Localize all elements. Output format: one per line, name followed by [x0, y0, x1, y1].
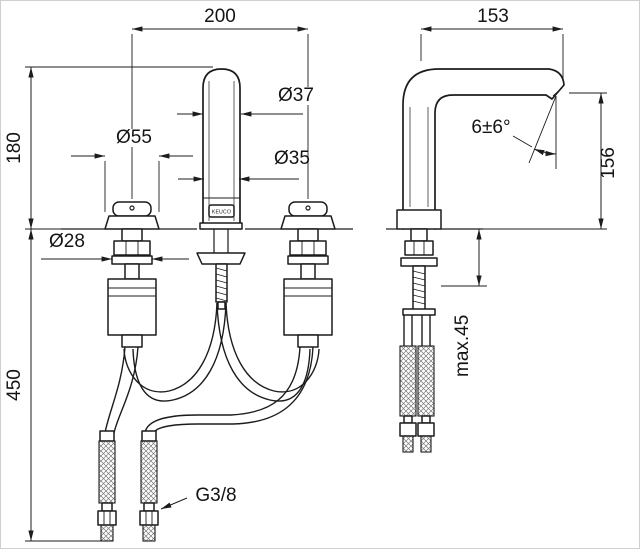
dimension-handle-diameter — [71, 153, 193, 212]
dim-label-handle-diameter: Ø55 — [116, 127, 152, 148]
spout-front: KEUCO — [199, 68, 243, 230]
dimension-outlet-height — [483, 92, 607, 230]
valve-left-underdeck — [107, 228, 157, 348]
side-mounting-nut — [404, 240, 434, 256]
valve-right-underdeck — [283, 228, 333, 348]
valve-left-body — [107, 278, 157, 336]
valve-right-body — [283, 278, 333, 336]
spout-mounting-underdeck — [196, 229, 246, 310]
handle-left — [104, 201, 160, 230]
valve-right-nut — [289, 240, 327, 256]
valve-left-washer — [111, 255, 153, 265]
valve-right-washer — [287, 255, 329, 265]
spout-escutcheon — [396, 209, 442, 230]
dimension-spout-reach — [420, 26, 564, 81]
spout-clamp-plate — [196, 252, 246, 265]
hose-right-thread-nipple — [142, 524, 156, 542]
spout-outlet-face — [552, 87, 563, 97]
dim-label-connection-thread: G3/8 — [195, 485, 236, 506]
side-view-hoses — [399, 315, 435, 453]
dimension-hole-spacing — [131, 26, 309, 199]
handle-left-index-dot — [129, 205, 135, 211]
dim-label-spout-diameter-top: Ø37 — [278, 85, 314, 106]
hose-left-nut — [97, 510, 117, 526]
spout-side-mounting — [400, 228, 438, 316]
dim-label-outlet-height: 156 — [598, 147, 619, 179]
side-mounting-washer — [400, 257, 438, 267]
dimension-hose-length — [25, 229, 101, 542]
dim-label-max-thickness: max.45 — [452, 315, 473, 377]
dim-label-base-shaft-diameter: Ø28 — [49, 231, 85, 252]
supply-hose-fitting-right — [139, 430, 159, 542]
dim-label-outlet-angle: 6±6° — [471, 117, 510, 138]
handle-right-index-dot — [305, 205, 311, 211]
hose-left-thread-nipple — [100, 524, 114, 542]
valve-left-nut — [113, 240, 151, 256]
supply-hose-fitting-left — [97, 430, 117, 542]
dim-label-hose-length: 450 — [4, 369, 25, 401]
dim-label-hole-spacing: 200 — [204, 6, 236, 27]
side-view — [396, 68, 565, 453]
hose-right-nut — [139, 510, 159, 526]
dimension-outlet-angle — [512, 95, 557, 169]
dimension-labels: 200 153 180 450 Ø55 Ø37 Ø35 Ø28 6±6° 156… — [4, 6, 619, 506]
dim-label-spout-reach: 153 — [477, 6, 509, 27]
spout-side — [396, 68, 565, 230]
mixer-connection-hoses — [123, 302, 320, 402]
brand-plate — [208, 204, 235, 218]
front-view: KEUCO — [97, 68, 336, 542]
brand-label: KEUCO — [212, 210, 231, 216]
leader-connection-thread — [160, 497, 188, 510]
dim-label-spout-diameter-lower: Ø35 — [274, 148, 310, 169]
dimension-linework — [25, 26, 607, 542]
handle-right — [280, 201, 336, 230]
dim-label-spout-height: 180 — [4, 132, 25, 164]
supply-hoses — [104, 346, 314, 434]
dimension-max-thickness — [441, 229, 487, 287]
